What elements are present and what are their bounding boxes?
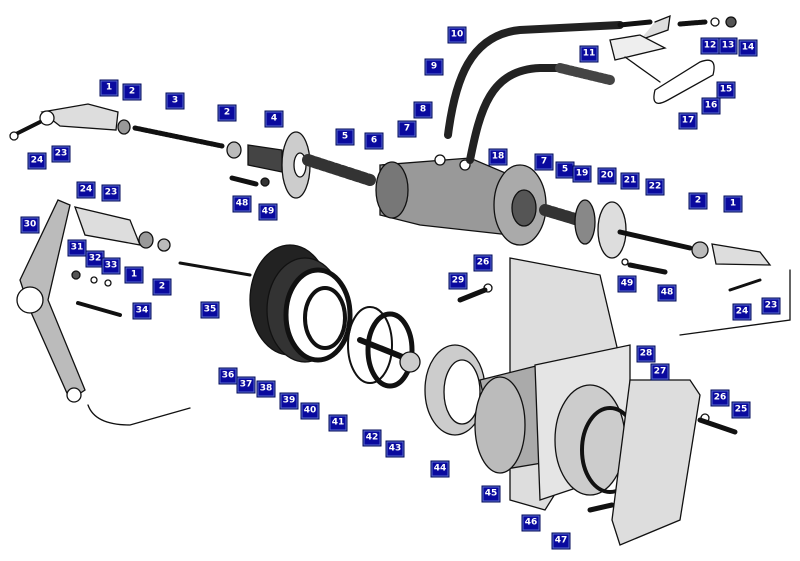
part-callout[interactable]: 39 [280,393,298,409]
part-callout[interactable]: 30 [21,217,39,233]
slave-cylinder-body [375,154,772,275]
part-callout[interactable]: 3 [166,93,184,109]
part-callout[interactable]: 26 [474,255,492,271]
part-callout[interactable]: 1 [125,267,143,283]
part-callout[interactable]: 2 [123,84,141,100]
part-callout[interactable]: 31 [68,240,86,256]
part-callout[interactable]: 9 [425,59,443,75]
part-callout[interactable]: 7 [535,154,553,170]
part-callout[interactable]: 6 [365,133,383,149]
part-callout[interactable]: 1 [724,196,742,212]
part-callout[interactable]: 22 [646,179,664,195]
part-callout[interactable]: 10 [448,27,466,43]
clevis-top-left [9,103,242,159]
part-callout[interactable]: 5 [336,129,354,145]
hydraulic-hoses [444,14,737,164]
part-callout[interactable]: 4 [265,111,283,127]
release-lever [16,199,191,426]
part-callout[interactable]: 46 [522,515,540,531]
part-callout[interactable]: 29 [449,273,467,289]
part-callout[interactable]: 37 [237,377,255,393]
part-callout[interactable]: 13 [719,38,737,54]
part-callout[interactable]: 36 [219,368,237,384]
part-callout[interactable]: 1 [100,80,118,96]
part-callout[interactable]: 35 [201,302,219,318]
part-callout[interactable]: 16 [702,98,720,114]
part-callout[interactable]: 26 [711,390,729,406]
part-callout[interactable]: 5 [556,162,574,178]
part-callout[interactable]: 49 [259,204,277,220]
part-callout[interactable]: 38 [257,381,275,397]
part-callout[interactable]: 12 [701,38,719,54]
part-callout[interactable]: 24 [733,304,751,320]
part-callout[interactable]: 15 [717,82,735,98]
part-callout[interactable]: 19 [573,166,591,182]
part-callout[interactable]: 32 [86,251,104,267]
part-callout[interactable]: 41 [329,415,347,431]
part-callout[interactable]: 2 [689,193,707,209]
part-callout[interactable]: 24 [28,153,46,169]
part-callout[interactable]: 2 [218,105,236,121]
part-callout[interactable]: 28 [637,346,655,362]
part-callout[interactable]: 23 [102,185,120,201]
part-callout[interactable]: 25 [732,402,750,418]
part-callout[interactable]: 48 [658,285,676,301]
part-callout[interactable]: 42 [363,430,381,446]
part-callout[interactable]: 27 [651,364,669,380]
part-callout[interactable]: 40 [301,403,319,419]
bellows-boot [178,244,421,389]
part-callout[interactable]: 47 [552,533,570,549]
part-callout[interactable]: 24 [77,182,95,198]
part-callout[interactable]: 43 [386,441,404,457]
part-callout[interactable]: 2 [153,279,171,295]
part-callout[interactable]: 34 [133,303,151,319]
part-callout[interactable]: 23 [52,146,70,162]
push-rod-flange [229,131,376,199]
part-callout[interactable]: 18 [489,149,507,165]
mounting-bracket [424,257,791,546]
part-callout[interactable]: 21 [621,173,639,189]
part-callout[interactable]: 8 [414,102,432,118]
part-callout[interactable]: 45 [482,486,500,502]
part-callout[interactable]: 48 [233,196,251,212]
part-callout[interactable]: 7 [398,121,416,137]
part-callout[interactable]: 11 [580,46,598,62]
part-callout[interactable]: 23 [762,298,780,314]
part-callout[interactable]: 17 [679,113,697,129]
part-callout[interactable]: 49 [618,276,636,292]
part-callout[interactable]: 33 [102,258,120,274]
part-callout[interactable]: 14 [739,40,757,56]
part-callout[interactable]: 20 [598,168,616,184]
part-callout[interactable]: 44 [431,461,449,477]
